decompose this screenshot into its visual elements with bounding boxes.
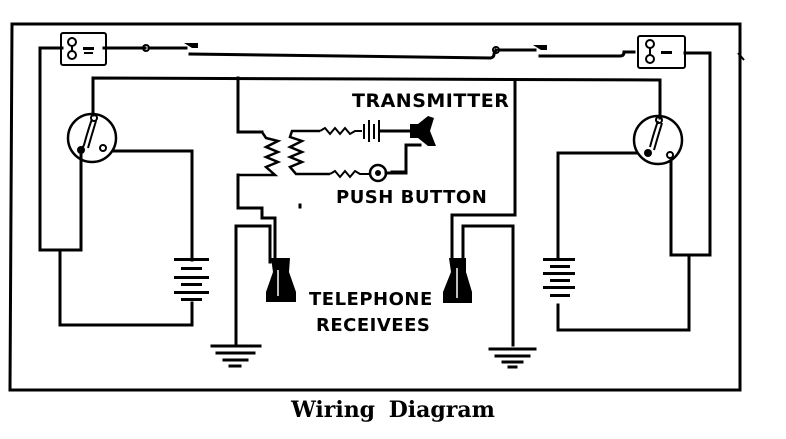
left-receiver [234,224,296,347]
transmitter-circuit [319,116,436,183]
induction-coil [238,129,330,177]
left-magneto-bell [66,112,118,164]
right-switch-box [637,35,686,69]
inner-top-wire [91,76,662,120]
transmitter-icon [410,116,436,146]
left-battery [174,258,209,301]
left-outer-wire [38,46,82,252]
telephone-label: TELEPHONE [309,289,433,310]
diagram-caption: Wiring Diagram [291,397,495,423]
right-ground [488,347,537,369]
receivers-label: RECEIVEES [316,315,431,336]
right-battery [543,258,575,297]
receiver-icon [266,258,296,302]
top-line-wires [102,43,712,257]
push-button-label: PUSH BUTTON [336,187,488,208]
right-receiver [443,213,515,347]
right-magneto-bell [632,114,684,166]
transmitter-label: TRANSMITTER [352,90,510,112]
left-switch-box [60,32,107,66]
outer-frame [8,22,742,392]
stray-mark [737,52,745,61]
left-ground [210,344,262,368]
